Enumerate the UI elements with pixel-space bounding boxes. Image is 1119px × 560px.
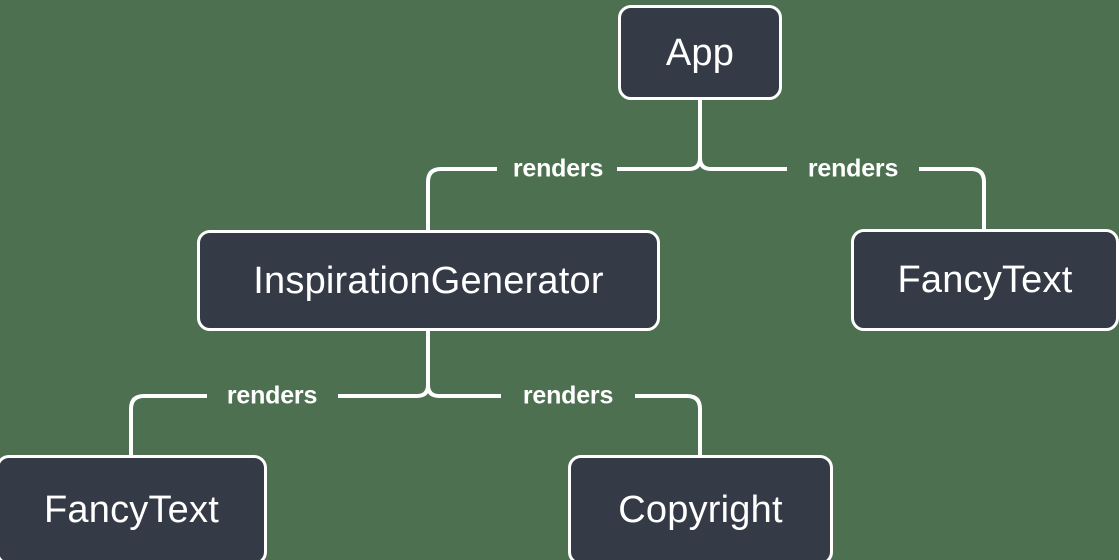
edge-inspgen-to-copyright — [635, 394, 702, 455]
edge-app-fork-right — [698, 157, 787, 171]
edge-label-app-to-inspgen: renders — [512, 154, 604, 183]
node-fancytext-left-label: FancyText — [44, 489, 219, 531]
node-inspiration-generator-label: InspirationGenerator — [253, 259, 604, 302]
edge-label-inspgen-to-fancyleft: renders — [226, 381, 318, 410]
node-copyright-label: Copyright — [618, 489, 783, 531]
node-fancytext-right[interactable]: FancyText — [851, 229, 1119, 331]
node-copyright[interactable]: Copyright — [568, 455, 833, 560]
node-app-label: App — [665, 31, 735, 74]
node-app[interactable]: App — [618, 5, 782, 100]
edge-label-inspgen-to-copyright: renders — [522, 381, 614, 410]
node-fancytext-right-label: FancyText — [897, 259, 1073, 301]
node-inspiration-generator[interactable]: InspirationGenerator — [197, 230, 660, 331]
edge-inspgen-fork-left — [338, 384, 430, 398]
edge-label-app-to-fancyright: renders — [807, 154, 899, 183]
edge-inspgen-fork-right — [426, 384, 501, 398]
edge-inspgen-to-fancyleft — [129, 394, 207, 455]
edge-app-fork-left — [617, 157, 702, 171]
edge-app-to-fancyright — [919, 167, 986, 229]
edge-app-to-inspgen — [426, 167, 497, 230]
node-fancytext-left[interactable]: FancyText — [0, 455, 267, 560]
